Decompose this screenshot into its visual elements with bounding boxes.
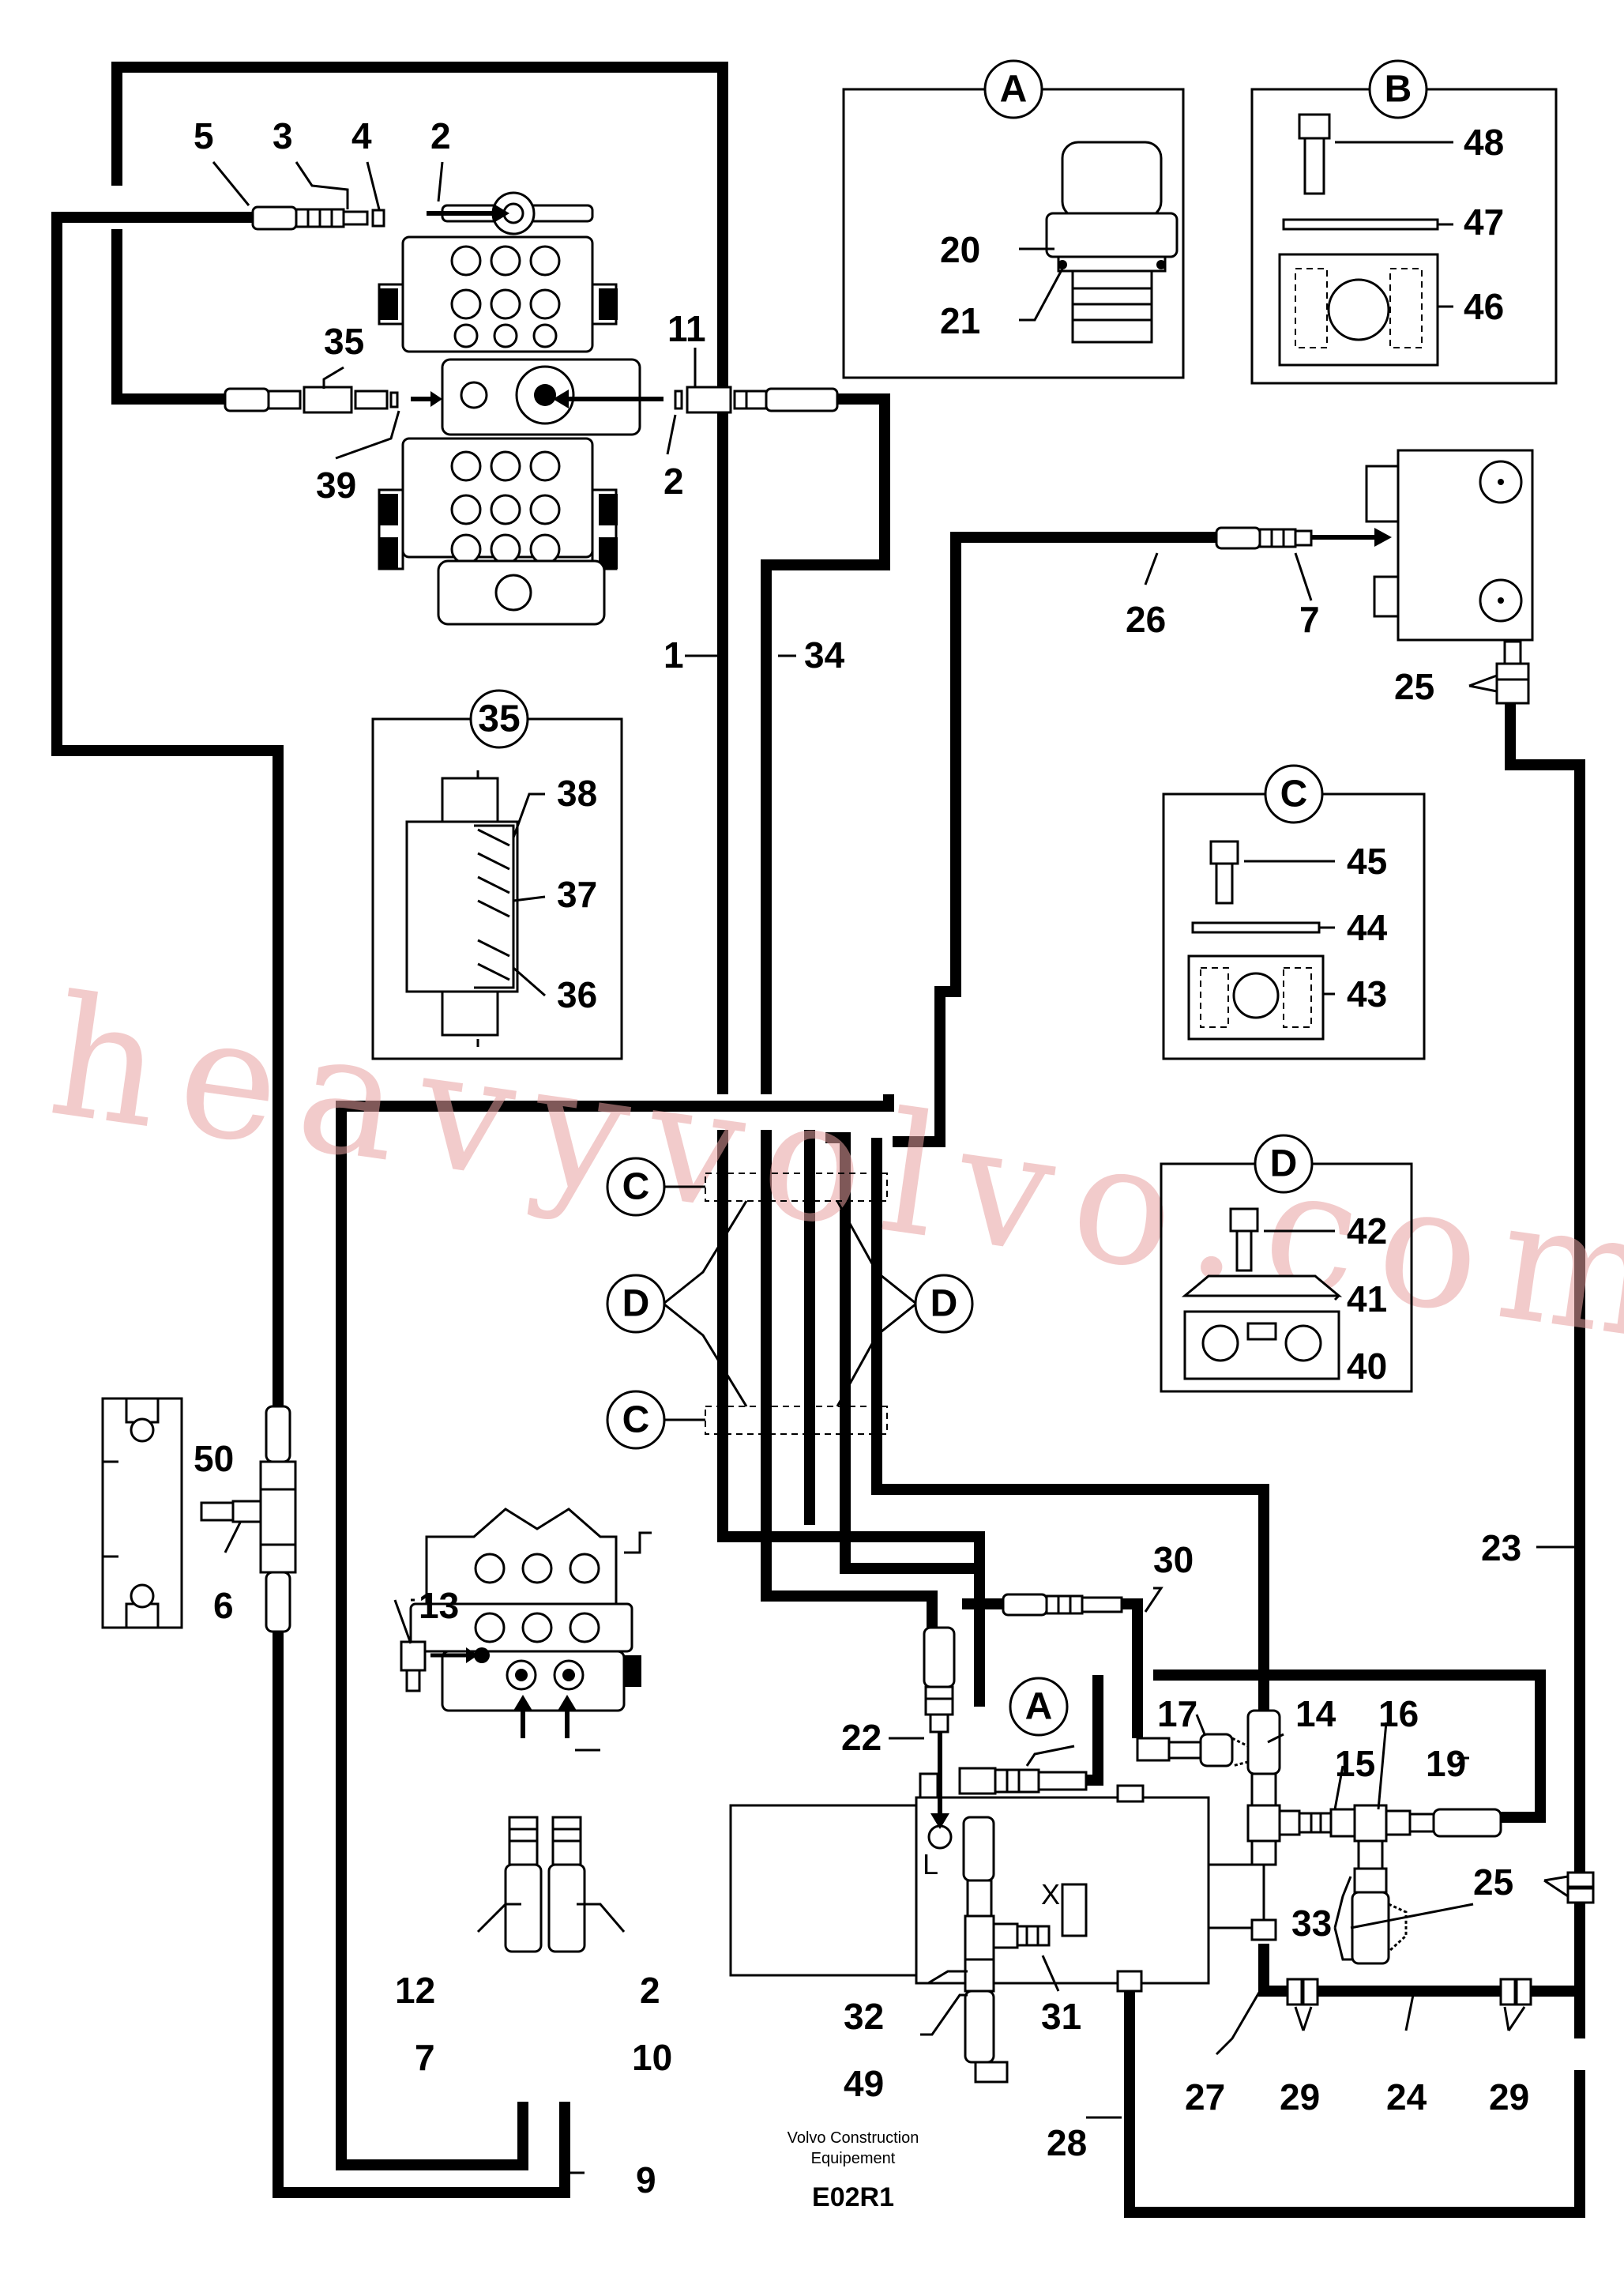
callout-19: 19: [1426, 1743, 1466, 1784]
callout-10: 10: [632, 2037, 672, 2078]
detail-a-reference: A: [1025, 1686, 1053, 1728]
main-control-valve: [378, 191, 664, 626]
callout-27: 27: [1185, 2076, 1225, 2117]
callout-6: 6: [213, 1585, 234, 1626]
callout-47: 47: [1464, 201, 1504, 243]
line-35: [111, 229, 225, 405]
callout-37: 37: [557, 874, 597, 915]
callout-39: 39: [316, 465, 356, 506]
clamp-d-left: D: [622, 1283, 650, 1325]
line-26: [893, 532, 1216, 1147]
line-34: [761, 393, 890, 1094]
line-27: [1258, 1944, 1580, 1997]
callout-48: 48: [1464, 122, 1504, 163]
callout-1: 1: [664, 634, 684, 676]
callout-33: 33: [1291, 1903, 1332, 1944]
callout-42: 42: [1347, 1210, 1387, 1252]
callout-38: 38: [557, 773, 597, 814]
left-valve-block: [101, 1397, 297, 1633]
detail-a-title: A: [1000, 69, 1028, 111]
detail-box-c: C: [1162, 764, 1426, 1060]
detail-box-b: B: [1250, 59, 1558, 385]
bundle-line-c: [871, 1138, 1269, 1711]
callout-16: 16: [1378, 1693, 1419, 1734]
callout-44: 44: [1347, 907, 1388, 948]
callout-46: 46: [1464, 286, 1504, 327]
callout-49: 49: [844, 2063, 884, 2104]
callout-15: 15: [1335, 1743, 1375, 1784]
footer-drawing-code: E02R1: [812, 2182, 894, 2212]
callout-2-bottom: 2: [640, 1970, 660, 2011]
callout-9: 9: [636, 2159, 656, 2200]
callout-2-mid: 2: [664, 461, 684, 502]
main-cylinder-assembly: A: [729, 1593, 1595, 2084]
detail-box-d: D: [1160, 1134, 1413, 1393]
line-1: [111, 62, 728, 1094]
callout-45: 45: [1347, 841, 1387, 882]
callout-31: 31: [1041, 1996, 1081, 2037]
line-23: [1505, 703, 1585, 2038]
callout-29-right: 29: [1489, 2076, 1529, 2117]
detail-d-title: D: [1270, 1143, 1298, 1185]
callout-7-bottom: 7: [415, 2037, 435, 2078]
callout-50: 50: [194, 1438, 234, 1479]
line-28: [1124, 1959, 1585, 2218]
detail-box-35: 35: [371, 689, 623, 1060]
callout-3: 3: [273, 115, 293, 156]
clamp-c-top: C: [622, 1166, 650, 1208]
callout-24: 24: [1386, 2076, 1427, 2117]
callout-28: 28: [1047, 2122, 1087, 2163]
callout-numbers: 5 3 4 2 35 11 39 2 1 34 20 21 48 47 46 2…: [194, 115, 1529, 2200]
callout-43: 43: [1347, 973, 1387, 1015]
callout-14: 14: [1295, 1693, 1336, 1734]
callout-41: 41: [1347, 1278, 1387, 1319]
callout-23: 23: [1481, 1527, 1521, 1568]
callout-35: 35: [324, 321, 364, 362]
valve-block-right: [1215, 449, 1534, 705]
footer-brand-line2: Equipement: [811, 2150, 896, 2167]
line-19b: [1153, 1670, 1546, 1823]
callout-12: 12: [395, 1970, 435, 2011]
detail-box-a: A: [842, 59, 1185, 379]
footer-brand-line1: Volvo Construction: [788, 2129, 919, 2147]
port-x: X: [1041, 1878, 1060, 1910]
line-5: [51, 212, 570, 2198]
callout-21: 21: [940, 300, 980, 341]
callout-29-left: 29: [1280, 2076, 1320, 2117]
callout-13: 13: [419, 1585, 459, 1626]
clamp-d-right: D: [930, 1283, 958, 1325]
detail-35-title: 35: [478, 698, 520, 740]
callout-25-top: 25: [1394, 666, 1434, 707]
callout-4: 4: [351, 115, 372, 156]
bundle-line-b: [825, 1132, 979, 1574]
callout-36: 36: [557, 974, 597, 1015]
callout-17: 17: [1157, 1693, 1197, 1734]
hose-fittings-top: [224, 205, 839, 414]
callout-34: 34: [804, 634, 845, 676]
callout-40: 40: [1347, 1346, 1387, 1387]
clamp-c-bottom: C: [622, 1399, 650, 1441]
clamp-set: C D D C: [606, 1157, 974, 1450]
bundle-line-34: [761, 1130, 938, 1628]
callout-30: 30: [1153, 1539, 1194, 1580]
hydraulic-lines: [51, 62, 1585, 2218]
callout-20: 20: [940, 229, 980, 270]
detail-b-title: B: [1385, 69, 1412, 111]
detail-c-title: C: [1280, 774, 1308, 815]
callout-5: 5: [194, 115, 214, 156]
callout-32: 32: [844, 1996, 884, 2037]
callout-26: 26: [1126, 599, 1166, 640]
callout-25-bottom: 25: [1473, 1862, 1513, 1903]
callout-11: 11: [667, 308, 706, 349]
callout-2-top: 2: [430, 115, 451, 156]
port-l: L: [923, 1848, 938, 1880]
bundle-line-1: [717, 1130, 985, 1707]
callout-22: 22: [841, 1717, 882, 1758]
line-30b: [1122, 1598, 1143, 1738]
line-13: [336, 1094, 894, 2170]
callout-7-top: 7: [1299, 599, 1320, 640]
callout-leaders: [212, 161, 1580, 2174]
auxiliary-valve: [400, 1508, 652, 1953]
